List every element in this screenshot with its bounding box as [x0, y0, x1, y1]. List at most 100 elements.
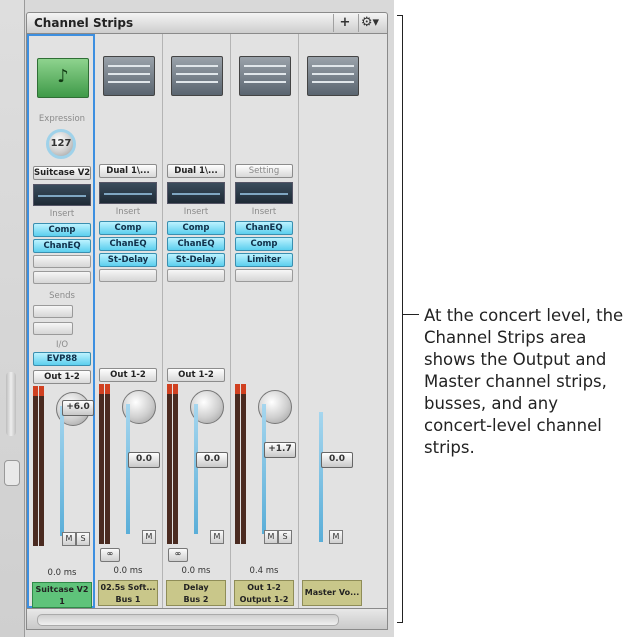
insert-slot-2[interactable]: ChanEQ [33, 239, 91, 253]
scroll-handle[interactable] [6, 372, 16, 436]
channel-name-line2: Bus 2 [183, 595, 209, 604]
volume-fader[interactable]: 0.0 [321, 452, 353, 468]
setting-button[interactable]: Setting [235, 164, 293, 178]
output-slot[interactable]: Out 1-2 [167, 368, 225, 382]
io-label: I/O [55, 340, 69, 350]
channel-strip-bus-2[interactable]: Dual 1\... Insert Comp ChanEQ St-Delay O… [163, 34, 231, 608]
channel-strip-output[interactable]: Setting Insert ChanEQ Comp Limiter +1.7 … [231, 34, 299, 608]
volume-fader[interactable]: +6.0 [62, 400, 94, 416]
add-channel-button[interactable]: + [333, 14, 356, 32]
setting-button[interactable]: Suitcase V2 [33, 166, 91, 180]
mixer-icon [103, 56, 155, 96]
channel-name-line1: Out 1-2 [247, 583, 281, 592]
channel-strips-panel: Channel Strips + ⚙▾ ♪ Expression 127 Sui… [0, 0, 394, 637]
insert-slot-2[interactable]: ChanEQ [167, 237, 225, 251]
insert-slot-3[interactable]: Limiter [235, 253, 293, 267]
level-meter-right [39, 386, 44, 546]
channel-strip-master[interactable]: 0.0 M Master Vo... [299, 34, 387, 608]
volume-fader[interactable]: 0.0 [128, 452, 160, 468]
channel-name[interactable]: Delay Bus 2 [166, 580, 226, 606]
level-meter-left [99, 384, 104, 544]
insert-slot-3[interactable]: St-Delay [99, 253, 157, 267]
stereo-link-icon[interactable]: ∞ [100, 548, 120, 562]
channel-name[interactable]: Out 1-2 Output 1-2 [234, 580, 294, 606]
callout-bracket [397, 15, 403, 623]
delay-readout: 0.4 ms [249, 566, 279, 576]
insert-slot-empty[interactable] [167, 269, 225, 282]
mute-button[interactable]: M [264, 530, 278, 544]
mixer-icon [307, 56, 359, 96]
output-slot[interactable]: Out 1-2 [99, 368, 157, 382]
gear-icon[interactable]: ⚙▾ [358, 14, 381, 32]
side-knob[interactable] [4, 460, 20, 486]
insert-slot-empty[interactable] [33, 271, 91, 284]
eq-display[interactable] [33, 184, 91, 206]
send-slot[interactable] [33, 305, 73, 318]
eq-display[interactable] [235, 182, 293, 204]
mute-button[interactable]: M [329, 530, 343, 544]
fader-track [126, 404, 130, 534]
insert-label: Insert [115, 207, 141, 217]
callout-leader-line [403, 314, 419, 315]
insert-slot-2[interactable]: Comp [235, 237, 293, 251]
setting-button[interactable]: Dual 1\... [167, 164, 225, 178]
level-meter-right [241, 384, 246, 544]
fader-track [262, 404, 266, 534]
insert-label: Insert [251, 207, 277, 217]
mute-button[interactable]: M [62, 532, 76, 546]
insert-slot-empty[interactable] [33, 255, 91, 268]
level-meter-left [167, 384, 172, 544]
scrollbar-thumb[interactable] [37, 614, 339, 626]
mute-button[interactable]: M [142, 530, 156, 544]
channel-name-line1: Delay [183, 583, 209, 592]
insert-slot-2[interactable]: ChanEQ [99, 237, 157, 251]
output-slot[interactable]: Out 1-2 [33, 370, 91, 384]
channel-name-line2: Bus 1 [115, 595, 141, 604]
channel-strip-bus-1[interactable]: Dual 1\... Insert Comp ChanEQ St-Delay O… [95, 34, 163, 608]
solo-button[interactable]: S [76, 532, 90, 546]
mute-button[interactable]: M [210, 530, 224, 544]
left-sidebar [0, 0, 25, 637]
insert-slot-1[interactable]: Comp [33, 223, 91, 237]
channel-name[interactable]: Suitcase V2 1 [32, 582, 92, 608]
insert-label: Insert [183, 207, 209, 217]
insert-label: Insert [49, 209, 75, 219]
channel-name[interactable]: Master Vo... [302, 580, 362, 606]
panel-title: Channel Strips [34, 16, 134, 30]
send-slot[interactable] [33, 322, 73, 335]
setting-button[interactable]: Dual 1\... [99, 164, 157, 178]
delay-readout: 0.0 ms [47, 568, 77, 578]
stereo-link-icon[interactable]: ∞ [168, 548, 188, 562]
insert-slot-empty[interactable] [99, 269, 157, 282]
fader-track [60, 406, 64, 536]
channel-name-line1: Master Vo... [304, 588, 360, 597]
delay-readout: 0.0 ms [113, 566, 143, 576]
channel-strip-suitcase[interactable]: ♪ Expression 127 Suitcase V2 Insert Comp… [27, 34, 95, 608]
mixer-icon [239, 56, 291, 96]
eq-display[interactable] [99, 182, 157, 204]
channel-strips-area: ♪ Expression 127 Suitcase V2 Insert Comp… [26, 34, 388, 608]
fader-track [194, 404, 198, 534]
sends-label: Sends [49, 291, 75, 301]
input-slot[interactable]: EVP88 [33, 352, 91, 366]
horizontal-scrollbar[interactable] [26, 608, 388, 630]
insert-slot-1[interactable]: ChanEQ [235, 221, 293, 235]
expression-knob[interactable]: 127 [46, 129, 76, 159]
volume-fader[interactable]: 0.0 [196, 452, 228, 468]
volume-fader[interactable]: +1.7 [264, 442, 296, 458]
fader-track [319, 412, 323, 542]
expression-label: Expression [38, 114, 86, 124]
insert-slot-1[interactable]: Comp [167, 221, 225, 235]
insert-slot-empty[interactable] [235, 269, 293, 282]
level-meter-left [235, 384, 240, 544]
panel-title-bar: Channel Strips + ⚙▾ [26, 12, 388, 34]
channel-name[interactable]: 02.5s Soft... Bus 1 [98, 580, 158, 606]
insert-slot-1[interactable]: Comp [99, 221, 157, 235]
solo-button[interactable]: S [278, 530, 292, 544]
instrument-icon: ♪ [37, 58, 89, 98]
channel-name-line1: Suitcase V2 [35, 585, 89, 594]
insert-slot-3[interactable]: St-Delay [167, 253, 225, 267]
delay-readout: 0.0 ms [181, 566, 211, 576]
eq-display[interactable] [167, 182, 225, 204]
channel-name-line1: 02.5s Soft... [100, 583, 156, 592]
